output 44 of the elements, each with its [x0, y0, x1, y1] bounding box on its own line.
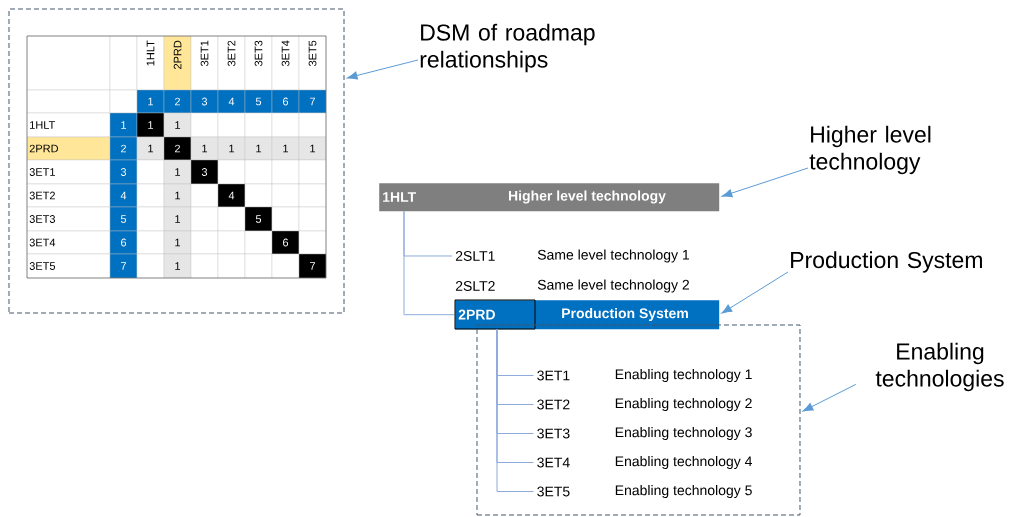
table-cell: 3ET1: [26, 159, 111, 185]
tree-connector: [403, 210, 455, 316]
item-description: Enabling technology 3: [615, 426, 752, 440]
tree-connector: [496, 328, 534, 492]
table-cell: 7: [109, 253, 138, 279]
header-bar: 1HLT Higher level technology: [379, 183, 720, 212]
table-cell: 7: [298, 253, 327, 279]
item-description: Enabling technology 5: [615, 484, 752, 498]
table-cell: 1: [163, 112, 192, 138]
dashed-frame: [8, 8, 345, 314]
table-cell: 1: [109, 112, 138, 138]
item-code: 3ET1: [537, 370, 570, 381]
table-cell: 1: [163, 253, 192, 279]
arrow: [802, 383, 857, 412]
item-code: 3ET2: [537, 399, 570, 410]
arrow: [721, 271, 789, 314]
item-code: 3ET5: [537, 486, 570, 497]
item-description: Same level technology 1: [537, 249, 689, 263]
item-description: Enabling technology 2: [615, 397, 752, 411]
table-cell: 1: [163, 159, 192, 185]
item-code: 2SLT1: [455, 251, 495, 261]
item-code: 2SLT2: [455, 281, 495, 291]
callout-text: DSM of roadmap relationships: [420, 23, 595, 73]
dashed-frame: [476, 324, 801, 516]
table-cell: 3: [109, 159, 138, 185]
table-cell: 1: [136, 112, 165, 138]
arrow: [346, 59, 419, 80]
callout-text: Enabling technologies: [875, 342, 1004, 392]
item-code: 3ET3: [537, 428, 570, 439]
table-cell: 3: [190, 159, 219, 185]
item-description: Enabling technology 1: [615, 368, 752, 382]
callout-text: Production System: [791, 251, 982, 273]
header-bar: 2PRD Production System: [454, 299, 720, 330]
item-description: Enabling technology 4: [615, 455, 752, 469]
table-cell: 3ET5: [26, 253, 111, 279]
table-cell: 1HLT: [26, 112, 111, 138]
arrow: [721, 167, 809, 198]
item-code: 3ET4: [537, 457, 570, 468]
table-cell: 5: [109, 206, 138, 232]
table-cell: 1: [163, 206, 192, 232]
callout-text: Higher level technology: [809, 125, 931, 175]
table-cell: 5: [244, 206, 273, 232]
item-description: Same level technology 2: [537, 279, 689, 293]
table-cell: 3ET3: [26, 206, 111, 232]
